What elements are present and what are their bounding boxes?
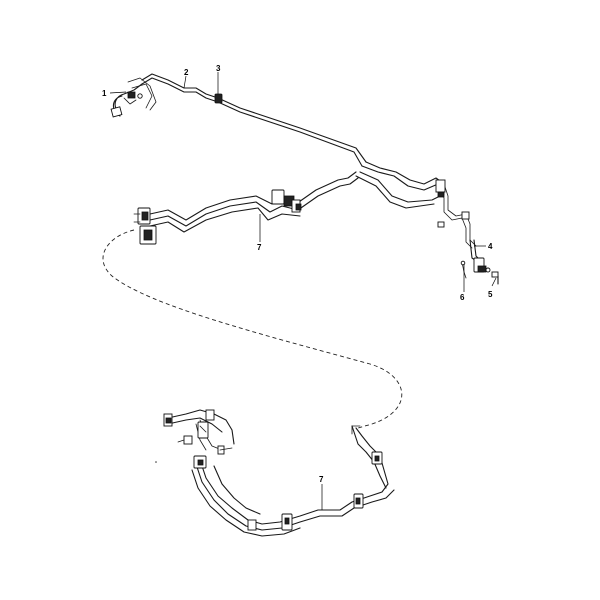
junction-block-left (133, 207, 157, 245)
leader-2 (183, 75, 187, 89)
dashed-continuation-line (102, 229, 403, 429)
rear-right-hose-assembly (469, 239, 491, 273)
lower-pipe-assembly (155, 409, 395, 537)
upper-pipe-assembly (109, 72, 499, 292)
callout-7-lower: 7 (319, 475, 324, 484)
pipe-clip-3 (214, 93, 223, 104)
stray-dot (155, 461, 157, 463)
callout-2: 2 (184, 68, 189, 77)
bolt-5 (491, 271, 499, 285)
clip-6 (460, 260, 467, 279)
lower-left-fittings (163, 409, 235, 455)
middle-pipe-run-upper (149, 171, 359, 233)
leader-5 (491, 277, 497, 287)
front-left-hose-bracket (110, 77, 157, 118)
leader-1 (109, 91, 127, 94)
main-pipe-run-lower (191, 425, 395, 537)
callout-3: 3 (216, 64, 221, 73)
callout-1: 1 (102, 89, 107, 98)
main-pipe-run-upper (141, 73, 367, 167)
lower-clips (193, 451, 383, 531)
junction-block-center (271, 189, 302, 213)
callout-7-upper: 7 (257, 243, 262, 252)
callout-5: 5 (488, 290, 493, 299)
callout-6: 6 (460, 293, 465, 302)
rear-right-pipe-run (355, 161, 477, 249)
callout-4: 4 (488, 242, 493, 251)
